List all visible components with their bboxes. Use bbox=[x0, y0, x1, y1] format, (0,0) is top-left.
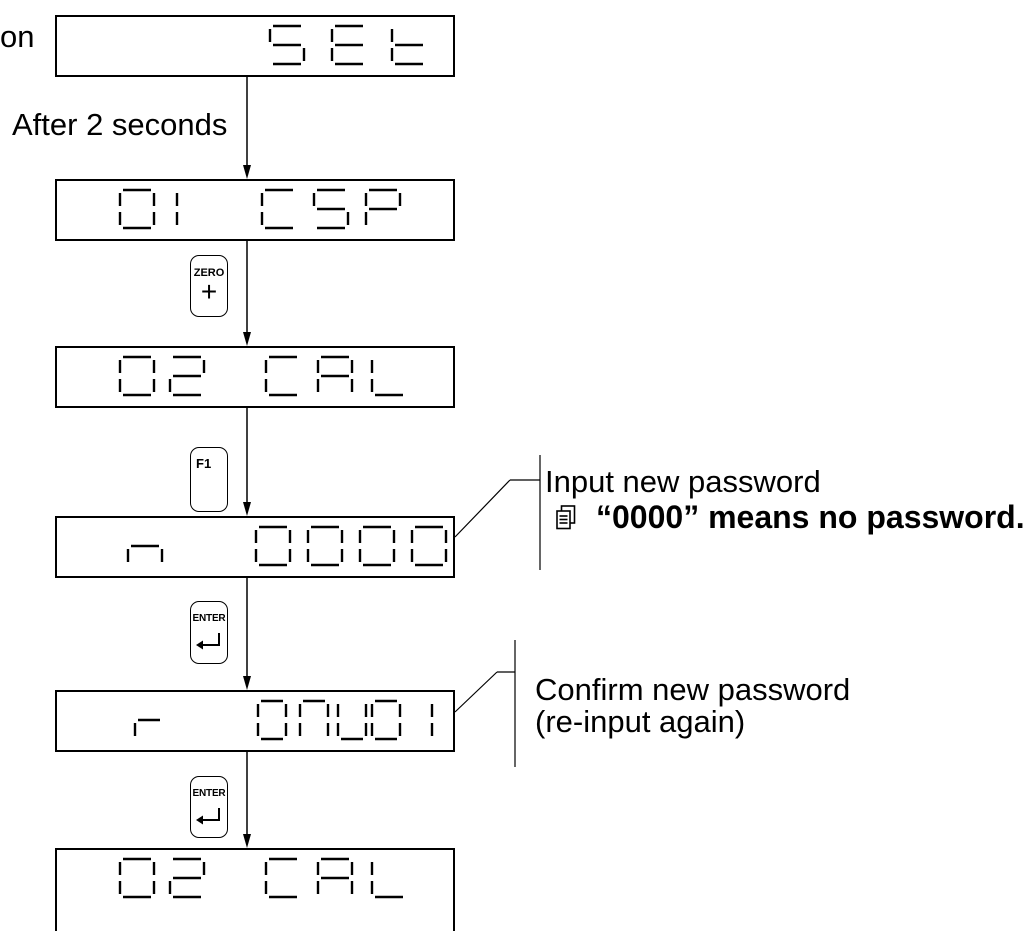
lcd-glyph bbox=[256, 699, 288, 741]
flow-arrow-3 bbox=[243, 408, 251, 516]
enter-arrow-icon bbox=[196, 808, 220, 825]
lcd-glyph bbox=[336, 704, 368, 741]
enter-arrow-icon bbox=[196, 633, 220, 650]
lcd-glyph bbox=[316, 355, 354, 392]
lcd-glyph bbox=[312, 188, 350, 230]
flow-arrow-2 bbox=[243, 241, 251, 346]
confirm-password-label: Confirm new password bbox=[535, 672, 851, 707]
plus-icon: + bbox=[200, 276, 218, 307]
lcd-glyph bbox=[358, 525, 396, 567]
lcd-readout bbox=[126, 525, 448, 567]
f1-key-label: F1 bbox=[196, 456, 212, 471]
lcd-glyph bbox=[390, 29, 423, 66]
enter-key[interactable]: ENTER bbox=[190, 601, 228, 664]
zero-key-label: ZERO bbox=[193, 267, 225, 279]
delay-label: After 2 seconds bbox=[12, 107, 228, 142]
enter-key[interactable]: ENTER bbox=[190, 776, 228, 838]
display-1 bbox=[55, 15, 455, 77]
lcd-readout bbox=[118, 857, 403, 899]
lcd-readout bbox=[133, 699, 434, 741]
zero-key[interactable]: ZERO + bbox=[190, 255, 228, 317]
lcd-glyph bbox=[370, 862, 403, 899]
lcd-glyph bbox=[168, 857, 206, 899]
display-3 bbox=[55, 346, 455, 408]
enter-key-label: ENTER bbox=[192, 788, 226, 799]
lcd-glyph bbox=[370, 699, 402, 741]
enter-key-label: ENTER bbox=[192, 613, 226, 624]
lcd-glyph bbox=[316, 857, 354, 894]
no-password-note: “0000” means no password. bbox=[596, 499, 1025, 535]
lcd-glyph bbox=[118, 857, 156, 899]
lcd-readout bbox=[118, 188, 402, 230]
lcd-glyph bbox=[168, 355, 206, 397]
lcd-glyph bbox=[264, 355, 297, 397]
lcd-glyph bbox=[126, 544, 164, 562]
lcd-glyph bbox=[260, 188, 293, 230]
flow-arrow-5 bbox=[243, 752, 251, 848]
power-on-label: on bbox=[0, 19, 35, 54]
flow-arrow-1 bbox=[243, 77, 251, 179]
confirm-password-hint: (re-input again) bbox=[535, 704, 746, 739]
lcd-glyph bbox=[370, 360, 403, 397]
lcd-glyph bbox=[306, 525, 344, 567]
flow-arrow-4 bbox=[243, 578, 251, 690]
lcd-readout bbox=[268, 24, 423, 66]
callout-line-input bbox=[454, 455, 541, 570]
display-4 bbox=[55, 516, 455, 578]
lcd-glyph bbox=[254, 525, 292, 567]
display-6 bbox=[55, 848, 455, 931]
callout-line-confirm bbox=[454, 640, 516, 767]
lcd-glyph bbox=[298, 699, 330, 736]
lcd-glyph bbox=[410, 525, 448, 567]
lcd-glyph bbox=[118, 355, 156, 397]
lcd-readout bbox=[118, 355, 403, 397]
lcd-glyph bbox=[133, 718, 160, 736]
display-5 bbox=[55, 690, 455, 752]
lcd-glyph bbox=[364, 188, 402, 225]
lcd-glyph bbox=[330, 24, 363, 66]
input-password-label: Input new password bbox=[545, 464, 821, 499]
lcd-glyph bbox=[264, 857, 297, 899]
display-2 bbox=[55, 179, 455, 241]
lcd-glyph bbox=[268, 24, 306, 66]
lcd-glyph bbox=[118, 188, 156, 230]
note-icon bbox=[556, 505, 576, 530]
f1-key[interactable]: F1 bbox=[190, 447, 228, 512]
